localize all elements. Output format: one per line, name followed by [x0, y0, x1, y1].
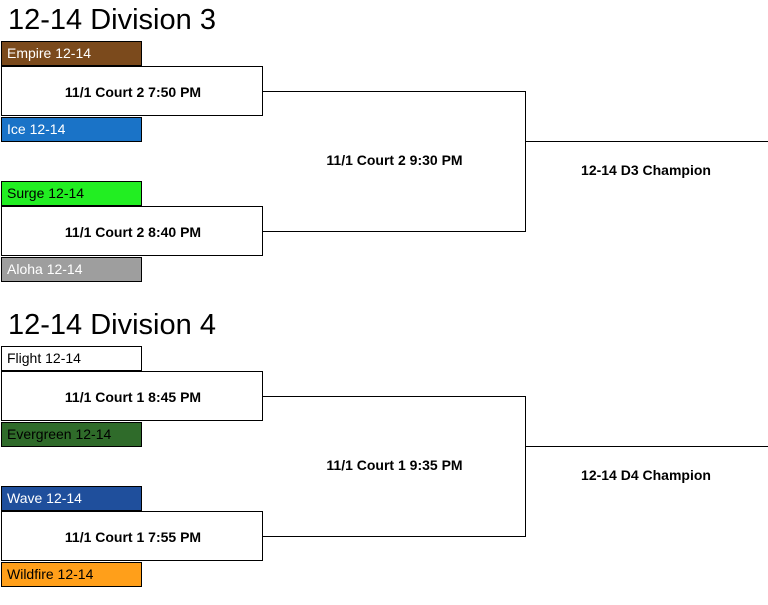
match-label: 11/1 Court 2 7:50 PM: [64, 84, 202, 100]
match-box: 11/1 Court 2 8:40 PM: [1, 206, 263, 256]
team-slot: Wildfire 12-14: [1, 562, 142, 587]
division-4-bracket: 12-14 Division 4 Flight 12-14 11/1 Court…: [0, 305, 768, 605]
team-slot: Surge 12-14: [1, 181, 142, 206]
bracket-line: [525, 396, 526, 537]
team-slot: Evergreen 12-14: [1, 422, 142, 447]
team-slot: Ice 12-14: [1, 117, 142, 142]
division-title: 12-14 Division 3: [8, 4, 216, 36]
match-box: 11/1 Court 1 7:55 PM: [1, 511, 263, 561]
team-slot: Flight 12-14: [1, 346, 142, 371]
match-box: 11/1 Court 1 8:45 PM: [1, 371, 263, 421]
team-slot: Aloha 12-14: [1, 257, 142, 282]
match-label: 11/1 Court 1 8:45 PM: [64, 389, 202, 405]
match-box: 11/1 Court 2 7:50 PM: [1, 66, 263, 116]
match-label: 11/1 Court 2 8:40 PM: [64, 224, 202, 240]
final-match-label: 11/1 Court 1 9:35 PM: [326, 457, 463, 473]
bracket-line: [263, 396, 525, 397]
division-title: 12-14 Division 4: [8, 309, 216, 341]
team-slot: Wave 12-14: [1, 486, 142, 511]
match-label: 11/1 Court 1 7:55 PM: [64, 529, 202, 545]
team-slot: Empire 12-14: [1, 41, 142, 66]
champion-label: 12-14 D4 Champion: [581, 467, 711, 483]
bracket-line: [525, 141, 768, 142]
bracket-line: [263, 536, 525, 537]
bracket-line: [525, 91, 526, 232]
bracket-line: [263, 91, 525, 92]
division-3-bracket: 12-14 Division 3 Empire 12-14 11/1 Court…: [0, 0, 768, 300]
champion-label: 12-14 D3 Champion: [581, 162, 711, 178]
bracket-line: [263, 231, 525, 232]
bracket-line: [525, 446, 768, 447]
final-match-label: 11/1 Court 2 9:30 PM: [326, 152, 463, 168]
